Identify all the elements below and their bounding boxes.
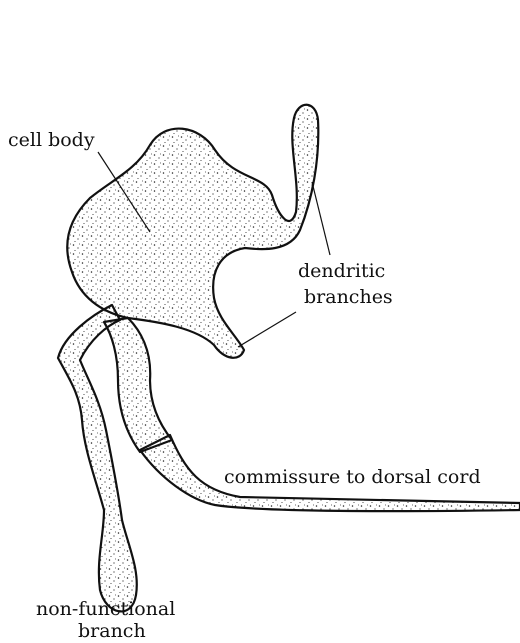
cell-body-label: cell body [8, 129, 95, 151]
non-functional-label-line1: non-functional [36, 598, 175, 620]
non-functional-label-line2: branch [78, 620, 146, 642]
descending-process [104, 318, 172, 452]
dendritic-label-line1: dendritic [298, 260, 385, 282]
dendritic-leader-lower [238, 312, 296, 347]
commissure-label: commissure to dorsal cord [224, 466, 481, 488]
dendritic-leader-upper [312, 182, 330, 255]
dendritic-label-line2: branches [304, 286, 393, 308]
